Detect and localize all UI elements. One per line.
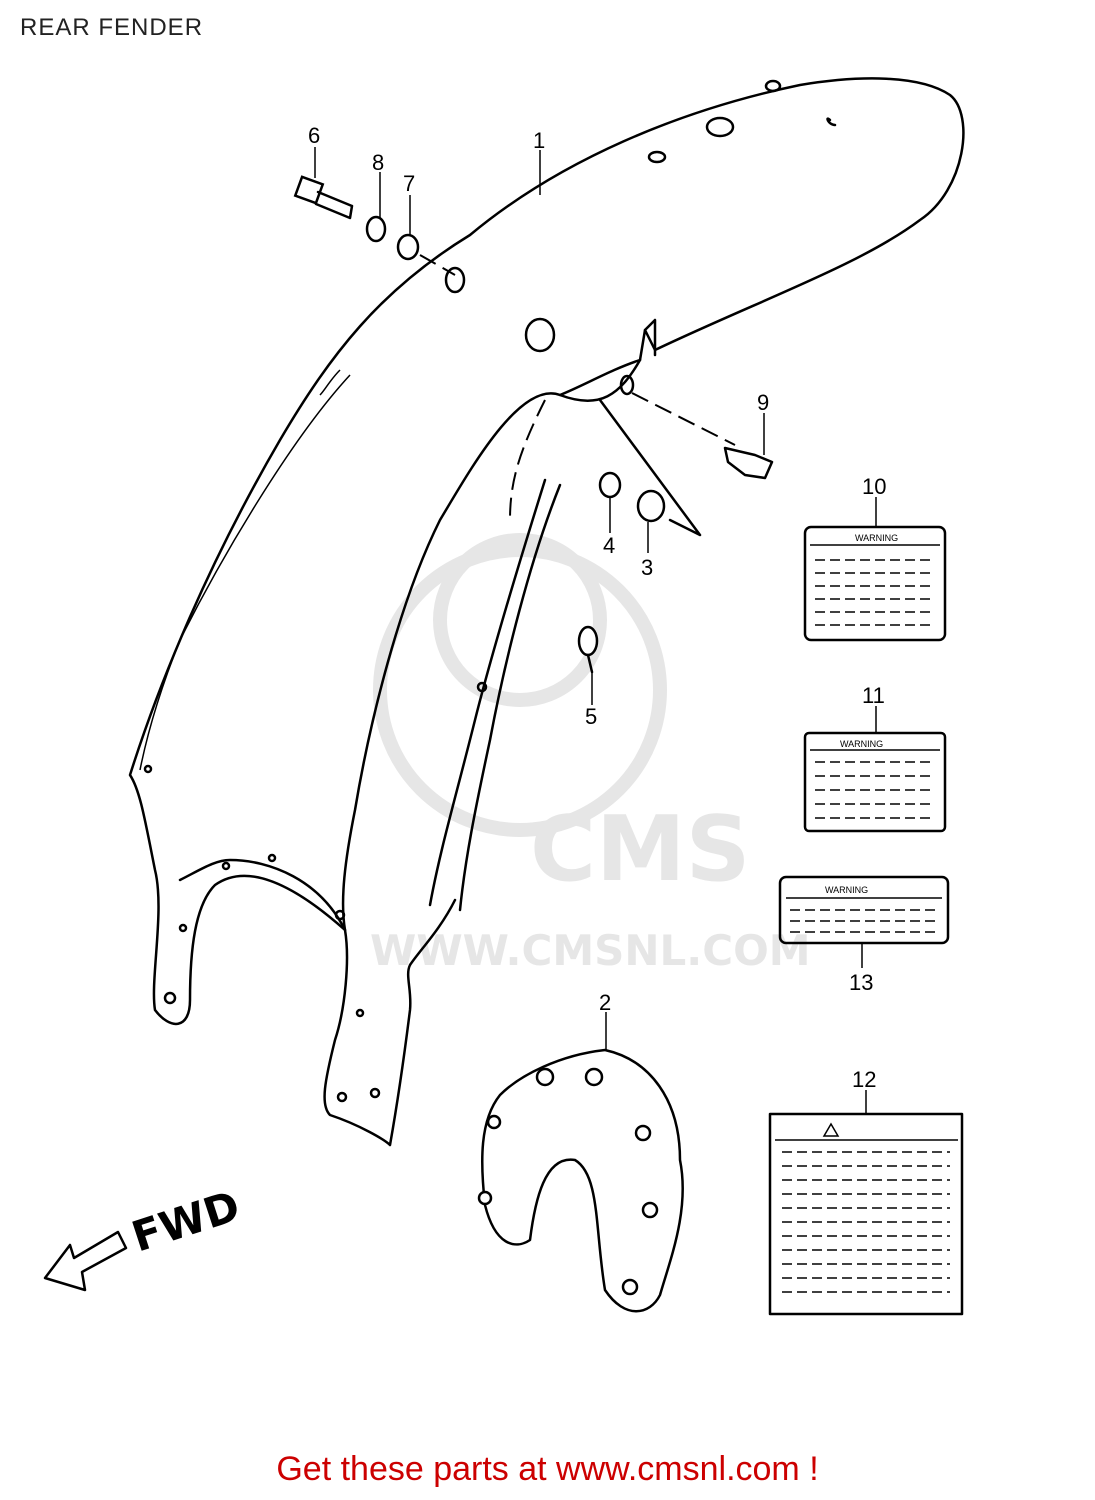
fwd-arrow-icon: FWD <box>43 1181 246 1292</box>
watermark-url-text: WWW.CMSNL.COM <box>370 926 811 975</box>
label-10-title: WARNING <box>855 533 898 543</box>
washer-7-part[interactable] <box>396 233 420 261</box>
page-title: REAR FENDER <box>20 14 204 41</box>
callout-9: 9 <box>757 390 769 415</box>
rear-fender-part[interactable] <box>128 77 965 1147</box>
label-11-title: WARNING <box>840 739 883 749</box>
callout-leaders <box>314 147 877 1114</box>
fwd-label: FWD <box>126 1181 246 1262</box>
bolt-9-part[interactable] <box>723 446 774 480</box>
callout-12: 12 <box>852 1067 876 1092</box>
warning-label-12[interactable] <box>768 1112 964 1316</box>
nut-3-part[interactable] <box>636 489 666 523</box>
leader-dash-7 <box>419 254 456 276</box>
label-13-title: WARNING <box>825 885 868 895</box>
footer-link[interactable]: Get these parts at www.cmsnl.com ! <box>276 1450 819 1488</box>
callout-4: 4 <box>603 533 615 558</box>
callout-1: 1 <box>533 128 545 153</box>
warning-label-11[interactable]: WARNING <box>803 731 947 833</box>
warning-label-10[interactable]: WARNING <box>803 525 947 642</box>
warning-label-13[interactable]: WARNING <box>778 875 950 945</box>
washer-8-part[interactable] <box>365 215 387 243</box>
nut-4-part[interactable] <box>598 471 622 499</box>
bolt-6-part[interactable] <box>293 175 354 220</box>
callout-13: 13 <box>849 970 873 995</box>
watermark-logo-text: CMS <box>530 797 750 902</box>
watermark: CMS WWW.CMSNL.COM <box>370 533 811 975</box>
callout-10: 10 <box>862 474 886 499</box>
callout-3: 3 <box>641 555 653 580</box>
callout-11: 11 <box>862 683 885 708</box>
callout-7: 7 <box>403 171 415 196</box>
leader-dash-9 <box>631 392 736 446</box>
callout-2: 2 <box>599 990 611 1015</box>
callout-5: 5 <box>585 704 597 729</box>
mud-flap-part[interactable] <box>477 1048 684 1313</box>
callout-8: 8 <box>372 150 384 175</box>
callout-6: 6 <box>308 123 320 148</box>
warning-triangle-icon <box>822 1122 840 1137</box>
clip-5-part[interactable] <box>577 625 599 674</box>
callout-numbers: 1 2 3 4 5 6 7 8 9 10 11 12 13 <box>308 123 886 1092</box>
